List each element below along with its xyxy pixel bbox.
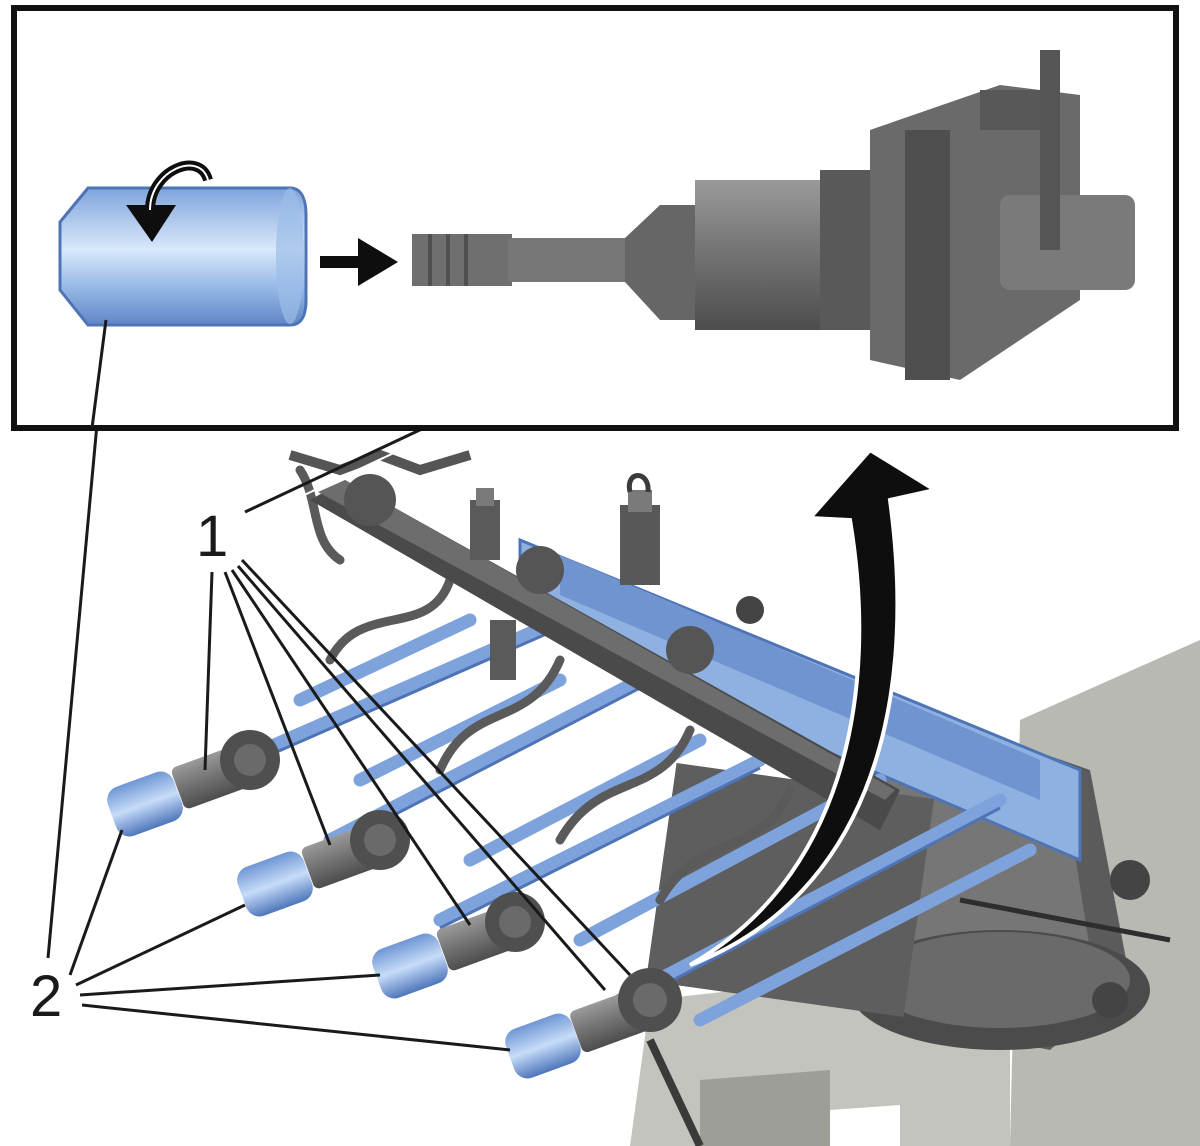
rotate-arrow-icon bbox=[126, 160, 213, 242]
injector-row bbox=[107, 730, 704, 1146]
protective-cap bbox=[58, 186, 308, 327]
fuel-lines bbox=[295, 465, 795, 905]
callout-label-1: 1 bbox=[196, 504, 229, 569]
blue-support-frame bbox=[233, 537, 1082, 1027]
injector bbox=[237, 810, 410, 917]
callout-label-2: 2 bbox=[30, 964, 63, 1029]
injector bbox=[372, 892, 545, 999]
fuel-rail bbox=[288, 449, 900, 830]
push-arrow-icon bbox=[320, 238, 398, 286]
injector bbox=[505, 968, 682, 1079]
inset-panel bbox=[11, 5, 1179, 431]
injector bbox=[107, 730, 280, 837]
lift-arrow-icon bbox=[689, 447, 941, 967]
injector-closeup bbox=[412, 50, 1135, 380]
